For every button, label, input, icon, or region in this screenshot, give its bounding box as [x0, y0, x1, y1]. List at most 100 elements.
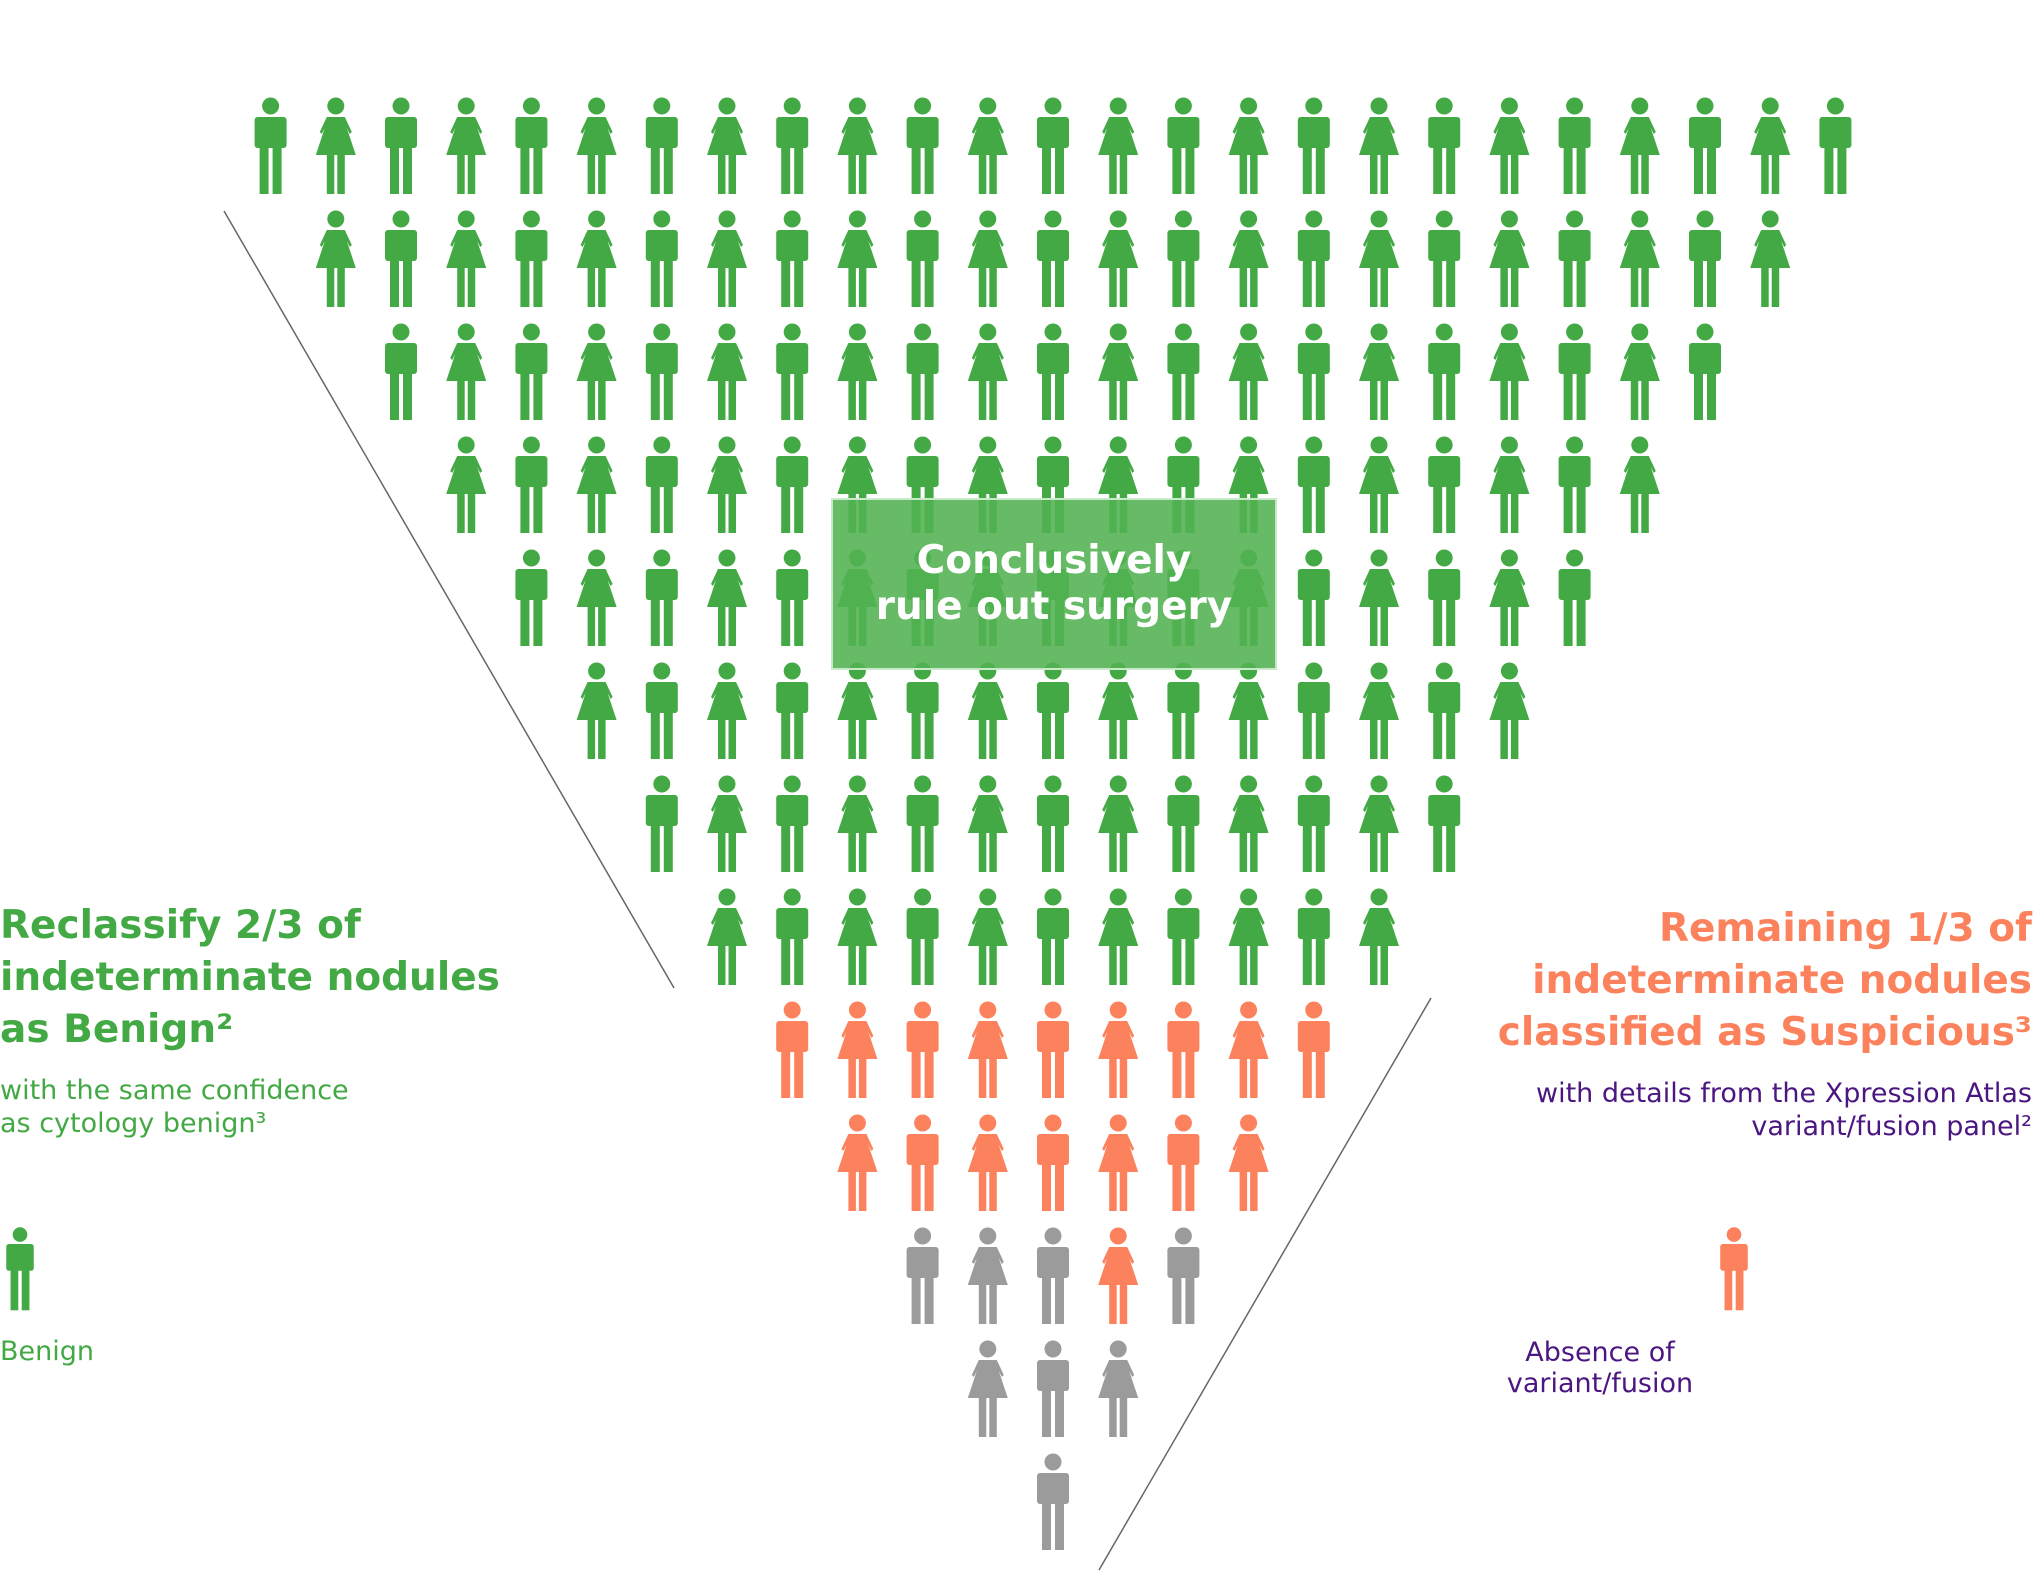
female-person-icon-benign: [1228, 662, 1269, 759]
male-person-icon-benign: [645, 210, 678, 307]
male-person-icon-benign: [1297, 662, 1330, 759]
female-person-icon-suspicious: [837, 1114, 878, 1211]
female-person-icon-benign: [446, 323, 487, 420]
female-person-icon-benign: [1489, 210, 1530, 307]
male-person-icon-benign: [1297, 436, 1330, 533]
female-person-icon-benign: [446, 436, 487, 533]
female-person-icon-benign: [837, 888, 878, 985]
male-person-icon-benign: [1689, 210, 1721, 307]
male-person-icon-suspicious: [1297, 1001, 1330, 1098]
male-person-icon-benign: [1037, 662, 1069, 759]
male-person-icon-benign: [1689, 97, 1721, 194]
female-person-icon-suspicious: [967, 1114, 1008, 1211]
female-person-icon-benign: [1489, 549, 1530, 646]
male-person-icon-benign: [776, 549, 809, 646]
male-person-icon-benign: [1297, 775, 1330, 872]
female-person-icon-benign: [967, 775, 1008, 872]
left-funnel-line: [223, 210, 675, 989]
female-person-icon-benign: [707, 888, 747, 985]
female-person-icon-benign: [1228, 888, 1269, 985]
female-person-icon-benign: [967, 210, 1008, 307]
female-person-icon-benign: [837, 97, 878, 194]
female-person-icon-benign: [1750, 97, 1791, 194]
male-person-icon-suspicious: [1167, 1001, 1200, 1098]
male-person-icon-benign: [1037, 97, 1069, 194]
benign-heading-line-3: as Benign²: [0, 1007, 234, 1052]
benign-heading-line-2: indeterminate nodules: [0, 955, 500, 1000]
male-person-icon-benign: [776, 888, 809, 985]
male-person-icon-benign: [1167, 323, 1200, 420]
male-person-icon-benign: [515, 323, 548, 420]
right-funnel-line: [1098, 997, 1432, 1571]
suspicious-heading-line-2: indeterminate nodules: [1532, 958, 2032, 1003]
female-person-icon-benign: [837, 662, 878, 759]
suspicious-annotation: Remaining 1/3 of indeterminate nodules c…: [1412, 903, 2032, 1143]
female-person-icon-benign: [1489, 662, 1530, 759]
benign-legend-icon: [6, 1227, 34, 1311]
male-person-icon-benign: [1428, 323, 1461, 420]
male-person-icon-benign: [1428, 662, 1461, 759]
benign-annotation: Reclassify 2/3 of indeterminate nodules …: [0, 900, 520, 1140]
benign-heading-line-1: Reclassify 2/3 of: [0, 903, 361, 948]
female-person-icon-benign: [1619, 97, 1660, 194]
male-person-icon-other: [1167, 1227, 1200, 1324]
female-person-icon-suspicious: [1098, 1227, 1139, 1324]
female-person-icon-benign: [1228, 775, 1269, 872]
male-person-icon-benign: [906, 888, 939, 985]
male-person-icon-benign: [1167, 775, 1200, 872]
male-person-icon-benign: [1689, 323, 1721, 420]
female-person-icon-benign: [707, 210, 747, 307]
male-person-icon-benign: [1297, 549, 1330, 646]
female-person-icon-benign: [315, 97, 356, 194]
male-person-icon-other: [906, 1227, 939, 1324]
male-person-icon-benign: [645, 323, 678, 420]
female-person-icon-benign: [707, 97, 747, 194]
female-person-icon-benign: [576, 323, 617, 420]
male-person-icon-benign: [1428, 436, 1461, 533]
male-person-icon-benign: [906, 662, 939, 759]
male-person-icon-benign: [1428, 549, 1461, 646]
male-person-icon-benign: [776, 775, 809, 872]
male-person-icon-benign: [1297, 97, 1330, 194]
male-person-icon-benign: [1297, 323, 1330, 420]
female-person-icon-benign: [967, 662, 1008, 759]
male-person-icon-benign: [1558, 210, 1591, 307]
male-person-icon-suspicious: [1037, 1114, 1069, 1211]
suspicious-subtext-line-1: with details from the Xpression Atlas: [1535, 1078, 2032, 1109]
male-person-icon-benign: [1428, 210, 1461, 307]
male-person-icon-benign: [254, 97, 287, 194]
female-person-icon-benign: [967, 97, 1008, 194]
female-person-icon-suspicious: [1098, 1114, 1139, 1211]
absence-legend-line-2: variant/fusion: [1506, 1368, 1694, 1399]
benign-subtext-line-1: with the same confidence: [0, 1075, 349, 1106]
female-person-icon-benign: [1228, 323, 1269, 420]
male-person-icon-benign: [385, 97, 417, 194]
female-person-icon-benign: [707, 775, 747, 872]
male-person-icon-benign: [906, 323, 939, 420]
female-person-icon-benign: [1489, 436, 1530, 533]
female-person-icon-suspicious: [1228, 1114, 1269, 1211]
male-person-icon-benign: [1558, 549, 1591, 646]
male-person-icon-suspicious: [1167, 1114, 1200, 1211]
female-person-icon-benign: [315, 210, 356, 307]
female-person-icon-benign: [1750, 210, 1791, 307]
male-person-icon-benign: [906, 210, 939, 307]
female-person-icon-benign: [967, 888, 1008, 985]
male-person-icon-benign: [906, 97, 939, 194]
female-person-icon-benign: [1359, 775, 1399, 872]
benign-subtext-line-2: as cytology benign³: [0, 1108, 267, 1139]
female-person-icon-benign: [1619, 436, 1660, 533]
male-person-icon-other: [1037, 1453, 1069, 1550]
female-person-icon-benign: [446, 210, 487, 307]
female-person-icon-benign: [967, 323, 1008, 420]
male-person-icon-benign: [1558, 436, 1591, 533]
male-person-icon-benign: [776, 97, 809, 194]
male-person-icon-benign: [776, 662, 809, 759]
female-person-icon-benign: [1359, 97, 1399, 194]
female-person-icon-benign: [1489, 97, 1530, 194]
female-person-icon-benign: [1359, 662, 1399, 759]
male-person-icon-benign: [1167, 210, 1200, 307]
female-person-icon-benign: [707, 549, 747, 646]
absence-legend-label: Absence of variant/fusion: [1440, 1337, 1760, 1399]
